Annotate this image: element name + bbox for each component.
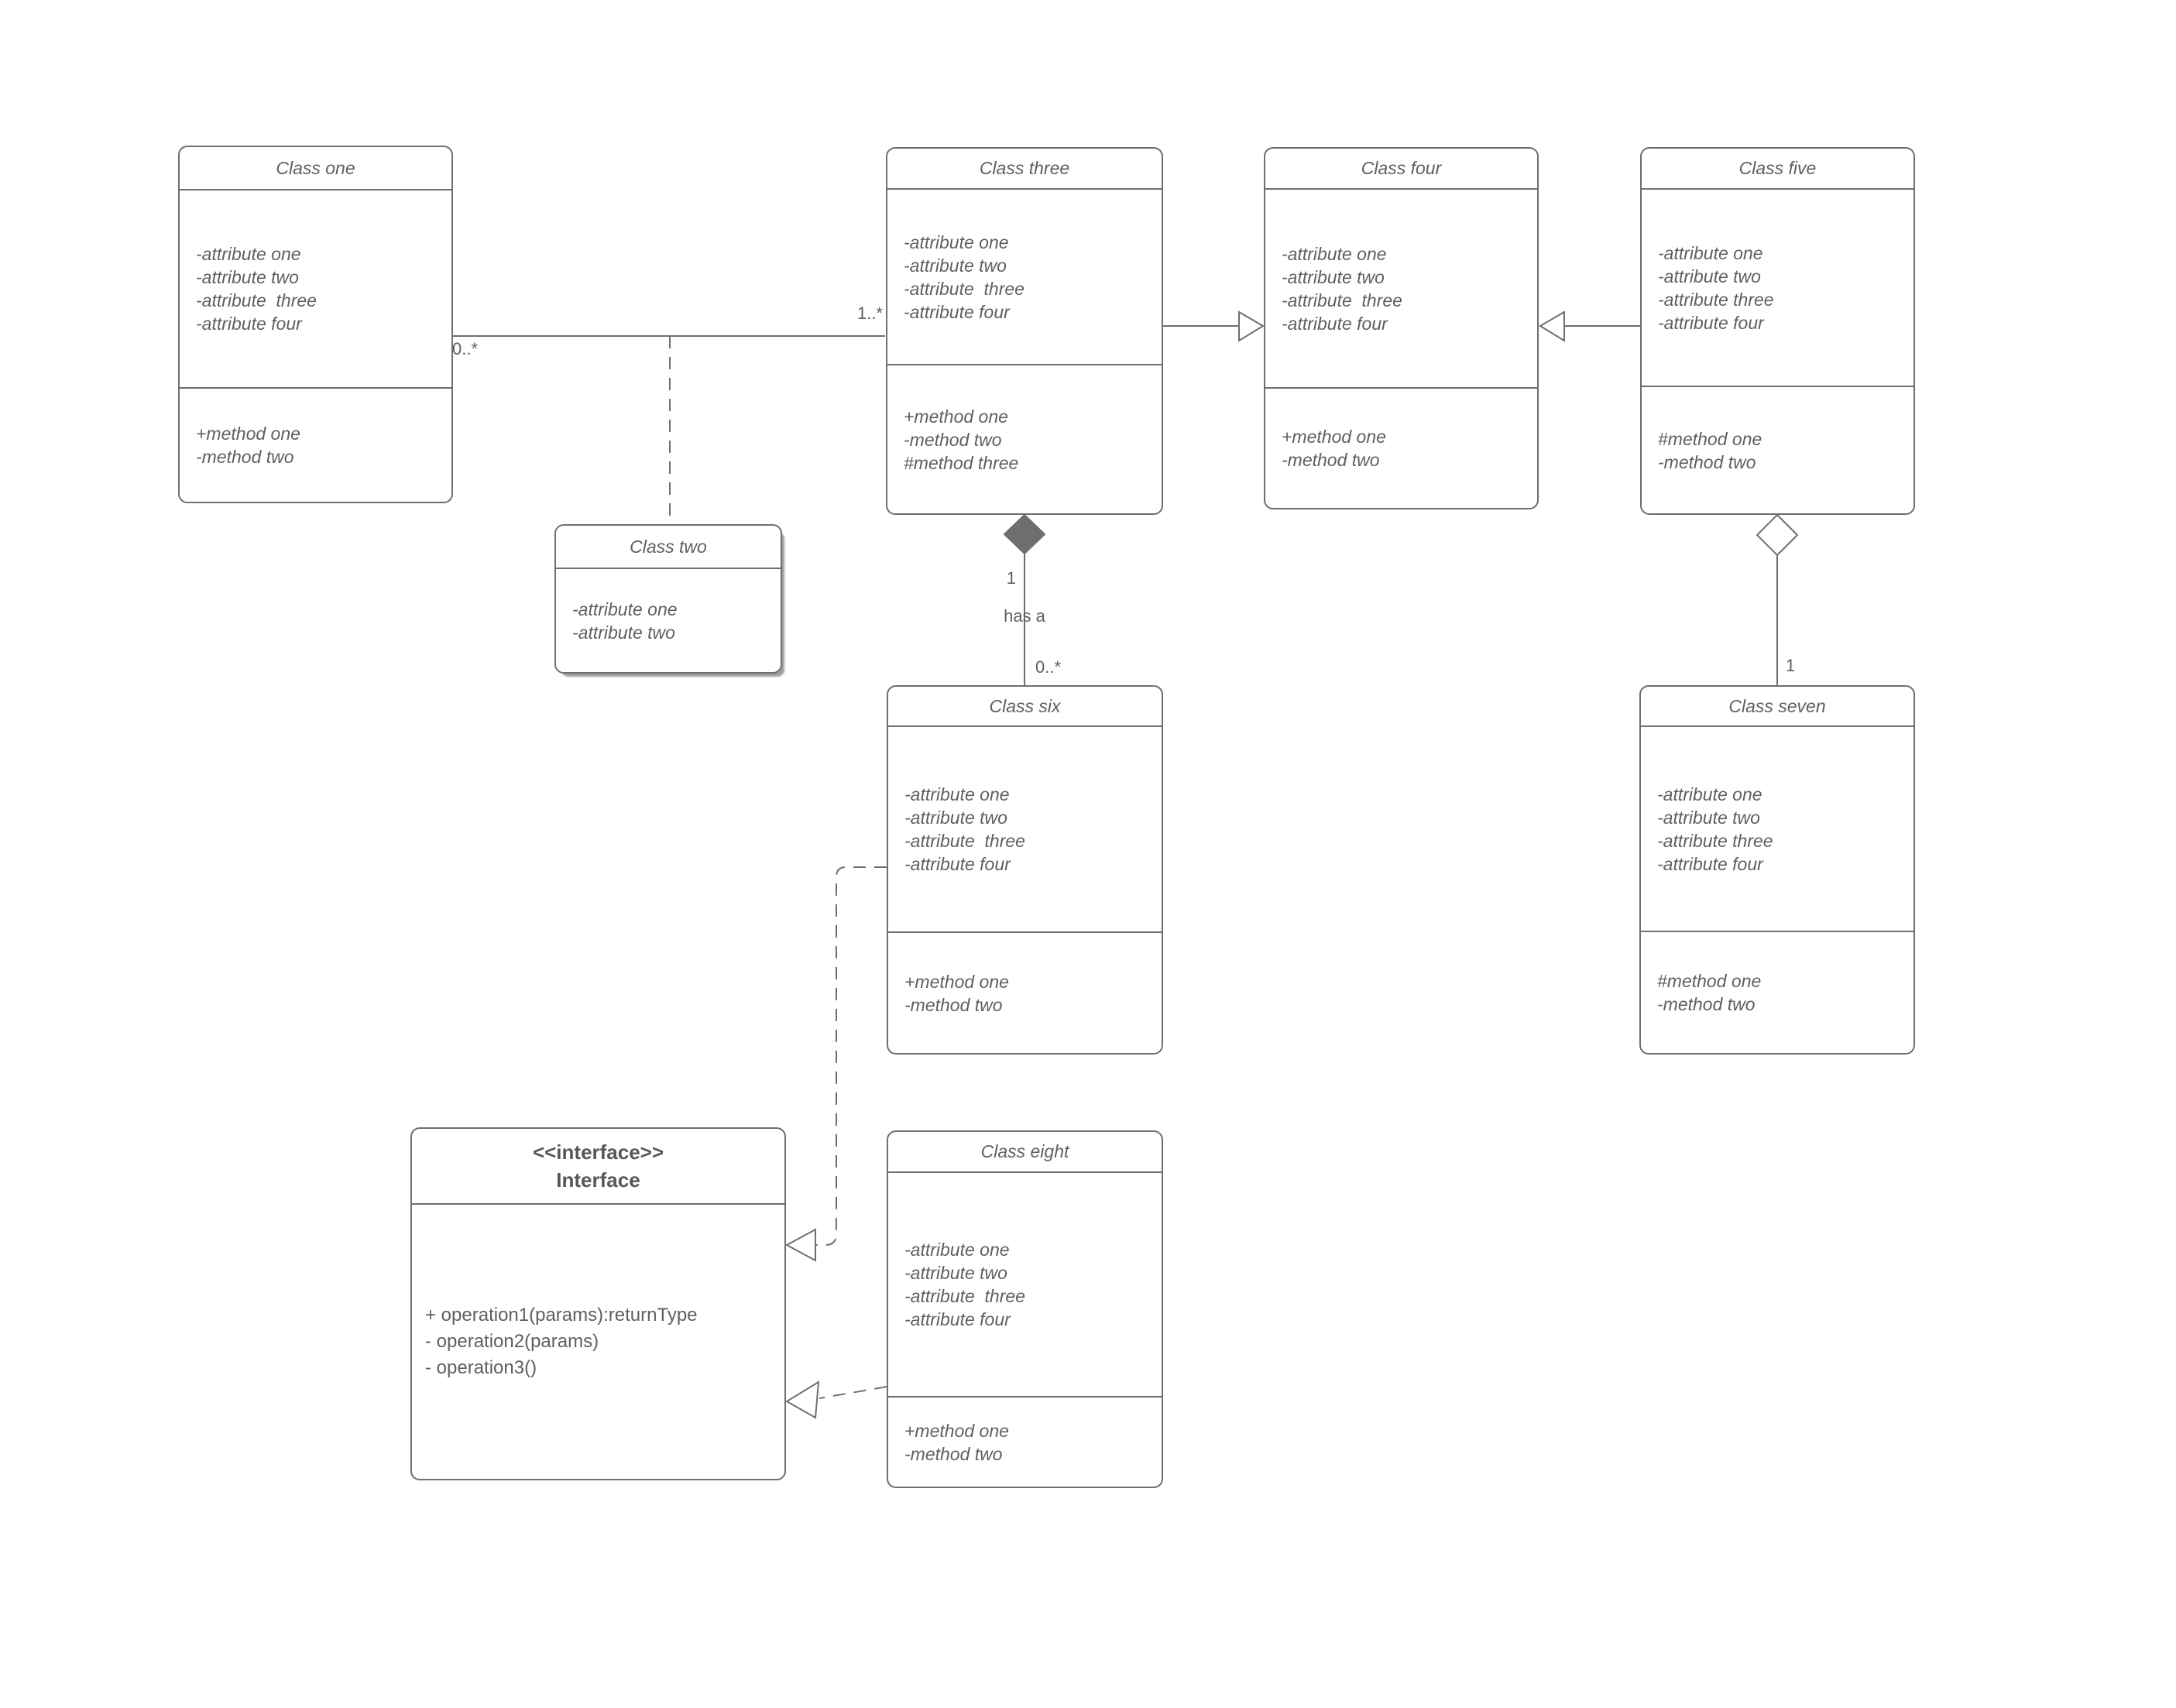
text-line: +method one: [904, 1420, 1009, 1441]
class-attributes: -attribute one -attribute two: [556, 569, 781, 672]
text-line: - operation3(): [425, 1357, 537, 1378]
text-line: -attribute one: [196, 244, 301, 264]
text-line: -attribute two: [1282, 266, 1385, 287]
text-line: -attribute three: [904, 278, 1025, 299]
text-line: + operation1(params):returnType: [425, 1305, 698, 1326]
aggregation-diamond-icon: [1756, 513, 1799, 557]
interface-stereotype: <<interface>>: [532, 1140, 664, 1164]
class-methods: +method one -method two: [1265, 389, 1537, 508]
multiplicity-label-aggregation-target: 1: [1786, 656, 1796, 675]
class-title: Class five: [1642, 149, 1913, 190]
class-methods: +method one-method two: [888, 933, 1162, 1053]
text-line: #method one: [1657, 971, 1762, 991]
class-methods: +method one -method two: [180, 389, 451, 502]
text-line: -attribute three: [1282, 290, 1402, 310]
class-methods: #method one -method two: [1641, 932, 1913, 1053]
text-line: -attribute two: [904, 1263, 1007, 1283]
realization-arrow-icon: [784, 1228, 816, 1262]
interface-title: <<interface>> Interface: [412, 1129, 784, 1205]
text-line: -attribute four: [904, 854, 1011, 874]
class-title: Class six: [888, 687, 1162, 727]
class-box-class-seven[interactable]: Class seven -attribute one -attribute two…: [1639, 685, 1915, 1055]
text-line: -attribute four: [1658, 312, 1764, 333]
relationship-name-label: has a: [1004, 606, 1045, 626]
text-line: -attribute one: [1282, 243, 1387, 264]
text-line: -attribute two: [1657, 807, 1760, 828]
multiplicity-label-composition-source: 1: [1006, 568, 1016, 588]
text-line: +method one: [196, 424, 300, 444]
class-attributes: -attribute one -attribute two-attribute t…: [887, 190, 1162, 365]
class-methods: +method one-method two: [888, 1398, 1162, 1487]
text-line: #method three: [904, 452, 1019, 473]
text-line: -attribute two: [1658, 266, 1761, 286]
text-line: -attribute four: [904, 1309, 1011, 1329]
realization-link-six-interface: [816, 866, 887, 1246]
text-line: -method two: [196, 447, 294, 467]
text-line: -method two: [904, 429, 1002, 450]
text-line: -attribute one: [1657, 784, 1762, 804]
text-line: -attribute one: [1658, 242, 1763, 263]
class-title: Class seven: [1641, 687, 1913, 727]
generalization-arrow-icon: [1238, 310, 1265, 342]
class-attributes: -attribute one -attribute two -attribute t…: [180, 190, 451, 389]
text-line: -method two: [904, 994, 1003, 1015]
text-line: -attribute three: [1657, 830, 1773, 851]
class-attributes: -attribute one -attribute two-attribute t…: [1641, 727, 1913, 932]
class-box-class-five[interactable]: Class five -attribute one-attribute two-…: [1640, 147, 1915, 515]
text-line: -method two: [1658, 451, 1756, 472]
text-line: +method one: [904, 971, 1009, 992]
text-line: -attribute three: [1658, 289, 1774, 310]
class-box-class-one[interactable]: Class one -attribute one-attribute two-a…: [178, 146, 453, 503]
text-line: -attribute two: [904, 255, 1007, 276]
class-methods: +method one-method two#method three: [887, 365, 1162, 513]
text-line: -attribute two: [572, 622, 675, 643]
class-methods: #method one-method two: [1642, 387, 1913, 513]
text-line: -attribute one: [572, 598, 678, 619]
multiplicity-label-association-target: 1..*: [856, 304, 883, 323]
text-line: -attribute three: [904, 1286, 1025, 1306]
class-attributes: -attribute one -attribute two -attribute t…: [888, 727, 1162, 933]
class-attributes: -attribute one-attribute two -attribute t…: [1265, 190, 1537, 389]
class-box-class-six[interactable]: Class six -attribute one-attribute two-a…: [887, 685, 1163, 1055]
generalization-arrow-icon: [1539, 310, 1565, 342]
text-line: - operation2(params): [425, 1331, 599, 1352]
class-title: Class one: [180, 147, 451, 190]
class-box-class-four[interactable]: Class four -attribute one-attribute two-…: [1264, 147, 1539, 509]
text-line: -attribute four: [1282, 313, 1388, 334]
interface-box[interactable]: <<interface>> Interface + operation1(par…: [410, 1127, 786, 1480]
text-line: -attribute four: [1657, 853, 1763, 874]
interface-operations: + operation1(params):returnType - operati…: [412, 1205, 784, 1479]
text-line: -method two: [1282, 450, 1380, 470]
class-title: Class four: [1265, 149, 1537, 190]
text-line: +method one: [904, 406, 1008, 427]
class-attributes: -attribute one -attribute two -attribute t…: [888, 1173, 1162, 1398]
class-title: Class two: [556, 526, 781, 569]
text-line: -attribute three: [196, 290, 317, 310]
class-attributes: -attribute one -attribute two -attribute t…: [1642, 190, 1913, 387]
text-line: -method two: [904, 1443, 1003, 1464]
interface-name: Interface: [556, 1168, 640, 1192]
composition-diamond-icon: [1003, 513, 1046, 555]
realization-arrow-icon: [785, 1380, 820, 1419]
class-box-class-eight[interactable]: Class eight -attribute one -attribute two…: [887, 1130, 1163, 1488]
realization-link-eight-interface: [819, 1386, 887, 1399]
text-line: -method two: [1657, 994, 1756, 1014]
text-line: -attribute one: [904, 784, 1010, 804]
text-line: -attribute one: [904, 232, 1009, 252]
text-line: -attribute four: [196, 314, 302, 334]
class-title: Class eight: [888, 1132, 1162, 1173]
text-line: #method one: [1658, 428, 1762, 449]
multiplicity-label-association-source: 0..*: [452, 339, 479, 358]
text-line: +method one: [1282, 427, 1386, 447]
class-title: Class three: [887, 149, 1162, 190]
text-line: -attribute one: [904, 1240, 1010, 1260]
text-line: -attribute three: [904, 831, 1025, 851]
text-line: -attribute four: [904, 301, 1010, 322]
text-line: -attribute two: [904, 808, 1007, 828]
class-box-class-three[interactable]: Class three -attribute one -attribute two…: [886, 147, 1163, 515]
text-line: -attribute two: [196, 267, 299, 287]
multiplicity-label-composition-target: 0..*: [1035, 657, 1062, 677]
class-box-class-two[interactable]: Class two -attribute one -attribute two: [554, 524, 782, 674]
